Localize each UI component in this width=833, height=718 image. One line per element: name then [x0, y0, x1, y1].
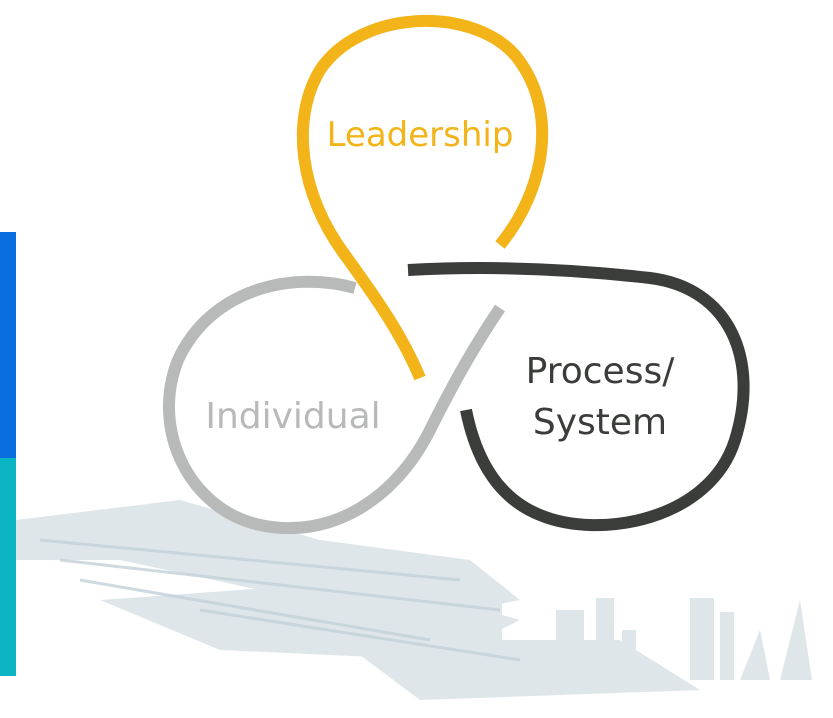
accent-bar-blue — [0, 232, 16, 458]
leadership-label: Leadership — [327, 115, 514, 155]
accent-bar-teal — [0, 458, 16, 676]
leadership-loop — [296, 14, 549, 381]
process-system-loop — [407, 262, 750, 531]
individual-loop — [163, 275, 505, 535]
system-label: System — [533, 402, 667, 443]
process-label: Process/ — [526, 351, 676, 392]
individual-label: Individual — [205, 396, 380, 437]
